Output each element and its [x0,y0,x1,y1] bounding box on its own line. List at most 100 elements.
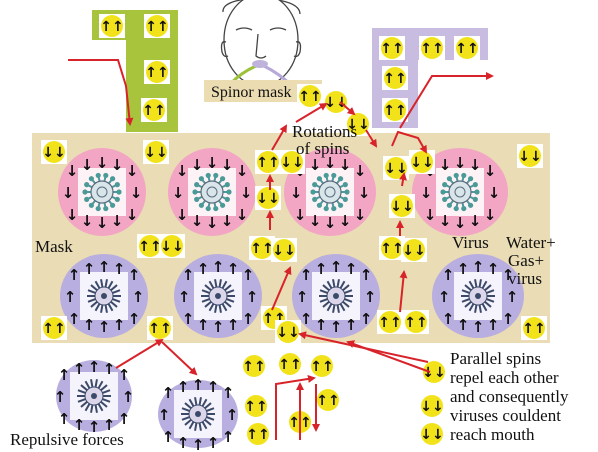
svg-text:↑↑: ↑↑ [244,399,267,415]
svg-text:↓: ↓ [191,156,204,174]
svg-text:↓: ↓ [484,206,497,224]
svg-text:↓: ↓ [111,156,124,174]
spin-down-token: ↓↓ [41,140,67,164]
svg-text:↑↑: ↑↑ [455,41,478,57]
spin-down-token: ↓↓ [255,186,281,210]
spin-down-token: ↓↓ [517,144,543,168]
svg-text:↓: ↓ [454,214,467,232]
virus-label: Virus [452,233,489,252]
spin-up-token: ↑↑ [382,66,408,90]
svg-text:↑: ↑ [502,310,515,328]
svg-text:↓↓: ↓↓ [420,399,443,415]
svg-text:↑: ↑ [68,310,81,328]
svg-text:↑: ↑ [98,258,111,276]
arrow-repulse-up [116,340,162,368]
svg-text:↑: ↑ [207,378,220,396]
spin-up-token: ↑↑ [419,36,445,60]
svg-text:↓: ↓ [469,156,482,174]
svg-text:↓↓: ↓↓ [390,199,413,215]
svg-text:↑↑: ↑↑ [380,241,403,257]
spin-up-token: ↑↑ [41,316,67,340]
svg-text:↓: ↓ [206,214,219,232]
svg-text:↑: ↑ [246,288,259,306]
svg-text:↑: ↑ [197,260,210,278]
svg-text:↓: ↓ [191,212,204,230]
svg-text:↑: ↑ [83,260,96,278]
spin-up-token: ↑↑ [382,98,408,122]
svg-text:↑: ↑ [360,310,373,328]
svg-text:↑: ↑ [296,288,309,306]
svg-text:↑↑: ↑↑ [378,315,401,331]
svg-text:↑↑: ↑↑ [310,359,333,375]
svg-text:↑: ↑ [457,260,470,278]
svg-text:↑↑: ↑↑ [383,103,406,119]
svg-text:↑: ↑ [178,288,191,306]
svg-text:↓: ↓ [439,212,452,230]
svg-text:↓↓: ↓↓ [410,155,433,171]
spin-up-token: ↑↑ [309,354,335,378]
spin-up-token: ↑↑ [403,310,429,334]
svg-text:↑: ↑ [197,316,210,334]
svg-text:↓: ↓ [469,212,482,230]
pink-cell-1: ↓↓↓↓↓↓↓↓↓↓↓↓ [58,148,146,236]
svg-text:↑: ↑ [73,360,86,378]
svg-text:↓: ↓ [96,214,109,232]
svg-text:↓: ↓ [454,154,467,172]
svg-text:↑↑: ↑↑ [246,427,269,443]
svg-text:↑: ↑ [58,410,71,428]
svg-text:↑↑: ↑↑ [145,19,168,35]
svg-text:↓↓: ↓↓ [160,239,183,255]
svg-text:↑↑: ↑↑ [138,239,161,255]
svg-text:↑↑: ↑↑ [278,357,301,373]
spin-down-token: ↓↓ [383,156,409,180]
svg-text:↓↓: ↓↓ [402,243,425,259]
svg-text:↓↓: ↓↓ [42,145,65,161]
svg-text:↑: ↑ [472,318,485,336]
svg-text:↑: ↑ [83,316,96,334]
svg-text:↑: ↑ [330,258,343,276]
svg-text:↓: ↓ [130,184,143,202]
spin-down-token: ↓↓ [389,194,415,218]
spin-down-token: ↓↓ [275,320,301,344]
svg-text:↑↑: ↑↑ [142,103,165,119]
spin-up-token: ↑↑ [379,36,405,60]
svg-text:↑: ↑ [345,316,358,334]
svg-text:↑↑: ↑↑ [522,321,545,337]
svg-text:↑: ↑ [222,384,235,402]
arrow-callout-2 [348,342,430,372]
svg-text:↓: ↓ [420,184,433,202]
svg-text:↑↑: ↑↑ [145,65,168,81]
svg-text:↓↓: ↓↓ [420,427,443,443]
svg-text:↑: ↑ [330,318,343,336]
svg-text:↓↓: ↓↓ [324,95,347,111]
svg-text:↑: ↑ [212,318,225,336]
spin-up-token: ↑↑ [245,422,271,446]
svg-text:↑↑: ↑↑ [420,41,443,57]
spin-up-token: ↑↑ [241,354,267,378]
spin-up-token: ↑↑ [144,60,170,84]
svg-text:↓: ↓ [358,184,371,202]
spin-up-token: ↑↑ [141,98,167,122]
svg-text:↑: ↑ [177,378,190,396]
svg-text:↑: ↑ [345,260,358,278]
svg-text:↑: ↑ [64,288,77,306]
svg-text:↑: ↑ [487,316,500,334]
svg-text:↑: ↑ [113,260,126,278]
svg-text:↓: ↓ [62,184,75,202]
svg-text:↑: ↑ [300,266,313,284]
spin-up-token: ↑↑ [255,150,281,174]
svg-text:↓: ↓ [339,212,352,230]
svg-text:↑↑: ↑↑ [250,241,273,257]
water-label-3: virus [508,269,542,288]
svg-text:↑: ↑ [88,358,101,376]
svg-text:↓: ↓ [484,162,497,180]
svg-text:↑: ↑ [315,316,328,334]
svg-text:↓↓: ↓↓ [272,243,295,259]
spin-up-token: ↑↑ [315,388,341,412]
svg-text:↑: ↑ [300,310,313,328]
repulsive-cell-2: ↑↑↑↑↑↑↑↑↑↑↑↑ [158,376,239,452]
svg-text:↓↓: ↓↓ [256,191,279,207]
svg-text:↓: ↓ [172,184,185,202]
purple-cell-3: ↑↑↑↑↑↑↑↑↑↑↑↑ [292,254,380,338]
